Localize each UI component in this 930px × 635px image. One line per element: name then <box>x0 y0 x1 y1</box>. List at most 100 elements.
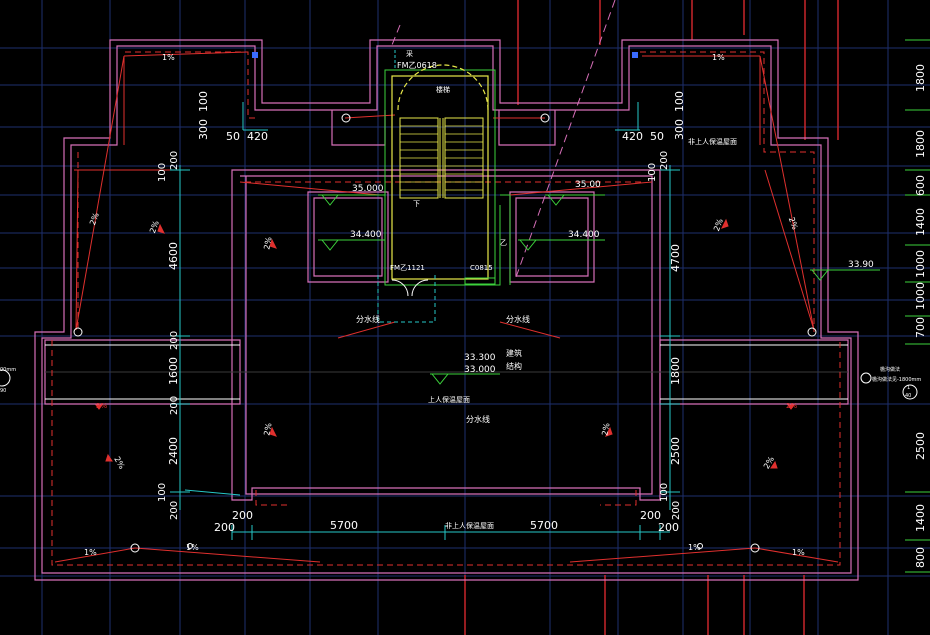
door-label: FM乙0618 <box>397 61 437 70</box>
dim-text: 5700 <box>530 519 558 532</box>
dim-text: 50 <box>226 130 240 143</box>
roof-drains <box>0 113 918 553</box>
side-note: 40 <box>905 393 911 399</box>
dim-text: 2500 <box>669 437 682 465</box>
ridge-label: 分水线 <box>506 314 530 324</box>
external-red-lines <box>464 0 839 635</box>
dim-text: 300 <box>197 119 210 140</box>
gutter-label: 结构 <box>506 361 522 371</box>
dim-text: 100 <box>157 163 168 182</box>
gutter-label: 建筑 <box>506 348 522 358</box>
drainage-lines <box>54 51 839 563</box>
slope-label: 2% <box>262 236 273 250</box>
stair-arc-label: 楼梯 <box>436 85 450 94</box>
slope-label: 2% <box>712 217 725 232</box>
ridge-label: 分水线 <box>356 314 380 324</box>
dim-text: 1800 <box>669 357 682 385</box>
dim-text: 1800 <box>914 130 927 158</box>
roof-type-label: 非上人保温屋面 <box>688 137 737 146</box>
dim-text: 100 <box>647 163 658 182</box>
dim-text: 200 <box>659 151 670 170</box>
dim-text: 1000 <box>914 250 927 278</box>
roof-type-label: 上人保温屋面 <box>428 395 470 404</box>
dim-text: 100 <box>659 483 670 502</box>
slope-label: 1% <box>162 53 175 62</box>
dim-text: 200 <box>169 396 180 415</box>
dim-text: 100 <box>157 483 168 502</box>
ridge-label: 分水线 <box>466 414 490 424</box>
elevation-label: 33.000 <box>464 365 496 375</box>
dim-text: 200 <box>671 501 682 520</box>
side-note: 90 <box>0 388 6 394</box>
elevation-label: 35.00 <box>575 180 601 190</box>
slope-label: 1% <box>84 548 97 557</box>
slope-label: 1% <box>186 543 199 552</box>
top-note: 采 <box>406 49 413 58</box>
dim-text: 2400 <box>167 437 180 465</box>
stair-treads <box>400 125 483 191</box>
window-label: C0815 <box>470 264 493 272</box>
slope-label: 2% <box>600 422 611 436</box>
slope-arrows <box>95 218 795 469</box>
dim-text: 200 <box>169 331 180 350</box>
dim-text: 700 <box>914 317 927 338</box>
elevation-label: 33.300 <box>464 353 496 363</box>
dim-text: 600 <box>914 175 927 196</box>
door-label: FM乙1121 <box>390 264 425 272</box>
dim-text: 100 <box>673 91 686 112</box>
roof-type-label: 非上人保温屋面 <box>445 521 494 530</box>
door-swings <box>377 50 436 323</box>
text-labels: 1% 1% 2% 2% 2% 2% 2% 2% 2% 2% 2% 2% 2% 1… <box>0 49 921 557</box>
side-note: 檐沟做法见-1800mm <box>872 376 921 383</box>
dim-text: 200 <box>232 509 253 522</box>
side-note: 00mm <box>0 367 16 373</box>
dim-text: 800 <box>914 547 927 568</box>
dim-text: 100 <box>197 91 210 112</box>
dim-text: 2500 <box>914 432 927 460</box>
dim-text: 200 <box>214 521 235 534</box>
slope-label: 2% <box>787 216 800 231</box>
slope-label: 1% <box>688 543 701 552</box>
gutter-lines <box>45 344 848 400</box>
dim-text: 420 <box>247 130 268 143</box>
elevation-label: 35.000 <box>352 184 384 194</box>
side-note: 1 <box>907 385 910 391</box>
elevation-markers <box>318 194 880 385</box>
slope-label: 2% <box>88 211 101 226</box>
dim-text: 200 <box>169 151 180 170</box>
dim-text: 200 <box>658 521 679 534</box>
blue-markers <box>252 52 638 58</box>
dim-text: 1400 <box>914 208 927 236</box>
slope-label: 1% <box>712 53 725 62</box>
slope-label: 1% <box>792 548 805 557</box>
dim-text: 1000 <box>914 282 927 310</box>
dim-text: 1800 <box>914 64 927 92</box>
dim-text: 1600 <box>167 357 180 385</box>
dim-text: 420 <box>622 130 643 143</box>
dimension-texts: 300 100 50 420 420 50 300 100 200 100 46… <box>157 64 927 568</box>
stair-note: 乙 <box>500 239 507 247</box>
slope-label: 2% <box>148 219 161 234</box>
side-note: 檐沟做法 <box>880 366 900 373</box>
elevation-label: 34.400 <box>350 230 382 240</box>
dim-text: 1400 <box>914 504 927 532</box>
slope-label: 2% <box>96 402 107 410</box>
right-dimension-column <box>905 39 930 573</box>
elevation-label: 33.90 <box>848 260 874 270</box>
dim-text: 200 <box>640 509 661 522</box>
elevation-label: 34.400 <box>568 230 600 240</box>
stair-direction: 下 <box>413 200 420 208</box>
dimension-lines <box>170 102 680 540</box>
dim-text: 200 <box>169 501 180 520</box>
dim-text: 4700 <box>669 244 682 272</box>
dim-text: 5700 <box>330 519 358 532</box>
dim-text: 50 <box>650 130 664 143</box>
diagonal-guides <box>391 0 616 281</box>
slope-label: 2% <box>786 402 797 410</box>
stair-room-lower <box>384 194 511 286</box>
dim-text: 300 <box>673 119 686 140</box>
dim-text: 4600 <box>167 242 180 270</box>
slope-label: 2% <box>262 422 273 436</box>
